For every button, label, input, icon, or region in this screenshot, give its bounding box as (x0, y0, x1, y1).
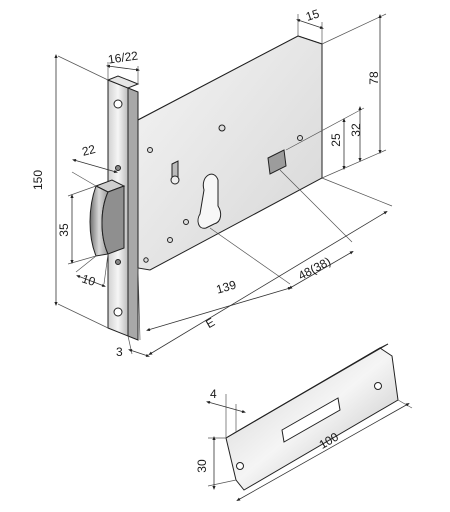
dim-label-48-38: 48(38) (296, 254, 333, 283)
strike-plate (225, 343, 399, 491)
face-plate-side (127, 87, 139, 341)
lever-hole (170, 175, 180, 185)
dim-label-10: 10 (80, 271, 97, 289)
dim-label-30: 30 (195, 459, 209, 473)
dim-label-16-22: 16/22 (107, 49, 139, 67)
dim-label-3: 3 (116, 345, 123, 359)
strike-screw-hole-right (374, 382, 382, 390)
body-screw (297, 135, 303, 141)
face-plate-screw-hole-top (113, 99, 123, 109)
dim-label-35: 35 (57, 223, 71, 237)
strike-plate-edge (225, 343, 389, 439)
latch-bolt (89, 179, 126, 257)
dim-label-15: 15 (304, 6, 321, 24)
dim-line-22 (72, 159, 118, 173)
dim-line-15 (296, 19, 324, 29)
dim-line-100 (236, 403, 410, 501)
square-follower (267, 149, 287, 175)
body-screw (147, 147, 153, 153)
strike-screw-hole-left (236, 462, 244, 470)
dim-label-25: 25 (329, 133, 343, 147)
dim-line-10 (76, 275, 106, 287)
dim-line-E (148, 210, 388, 356)
body-screw (218, 124, 226, 132)
lock-body (136, 35, 324, 271)
body-screw (143, 257, 149, 263)
latch-side (101, 185, 125, 255)
face-plate-screw-hole (115, 165, 121, 171)
dim-label-139: 139 (215, 278, 238, 297)
dim-line-3 (128, 349, 150, 357)
body-screw (183, 219, 189, 225)
body-screw (167, 237, 173, 243)
face-plate-screw-hole (115, 259, 121, 265)
lock-body-main-face (137, 35, 323, 271)
dim-line-16-22 (106, 64, 140, 72)
face-plate-screw-hole-bottom (113, 307, 123, 317)
dim-label-4: 4 (210, 387, 217, 401)
dim-label-78: 78 (367, 71, 381, 85)
dim-label-150: 150 (31, 170, 45, 190)
dim-label-E: E (203, 315, 217, 331)
dim-label-32: 32 (349, 123, 363, 137)
dim-label-22: 22 (81, 142, 98, 159)
